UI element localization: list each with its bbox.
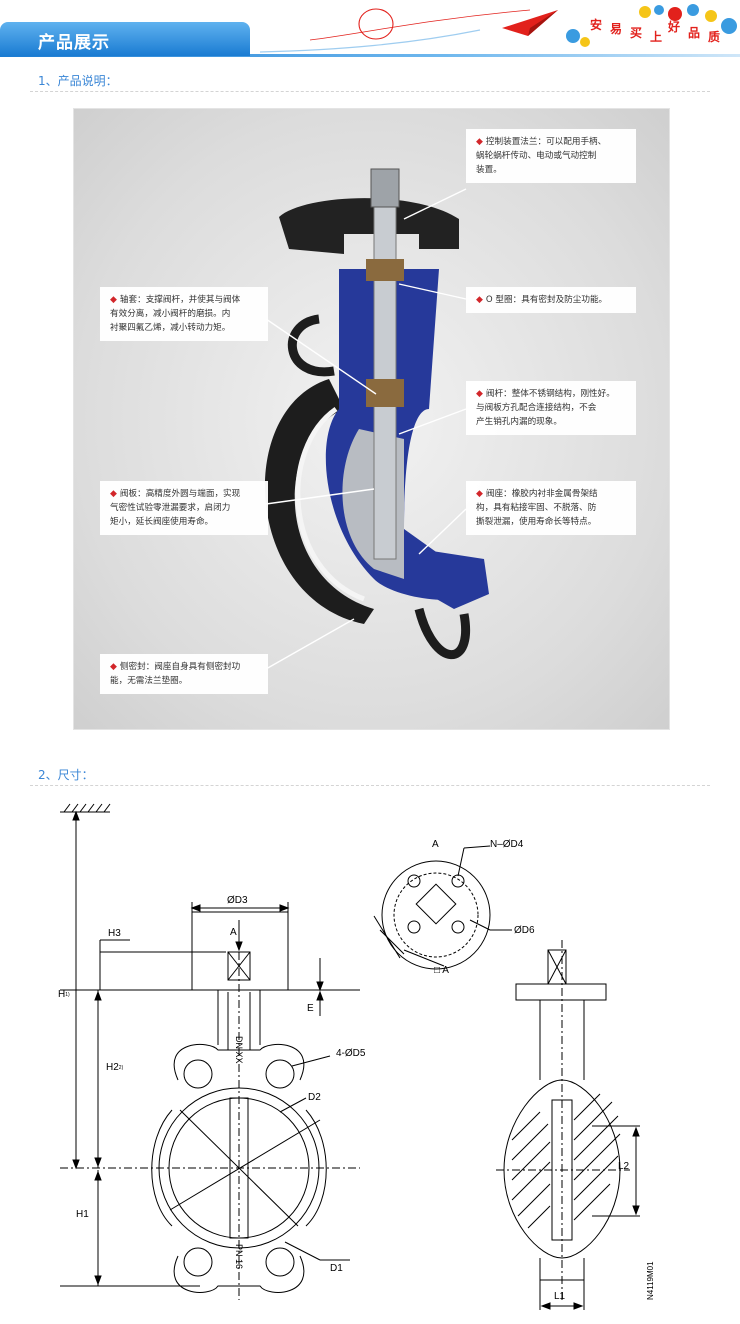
label-a-top: A bbox=[230, 927, 237, 938]
red-diamond-icon: ◆ bbox=[110, 662, 117, 672]
callout-disc: ◆阀板：高精度外圆与端面，实现 气密性试验零泄漏要求，启闭力 矩小，延长阀座使用… bbox=[100, 481, 268, 535]
red-diamond-icon: ◆ bbox=[110, 295, 117, 305]
label-pn: PN 16 bbox=[234, 1244, 244, 1270]
butterfly-valve-cutaway-image bbox=[264, 168, 489, 670]
decorative-swirl-icon bbox=[259, 8, 531, 53]
red-diamond-icon: ◆ bbox=[110, 489, 117, 499]
dimension-drawing bbox=[60, 803, 640, 1310]
product-photo-panel: ◆控制装置法兰：可以配用手柄、 蜗轮蜗杆传动、电动或气动控制 装置。 ◆轴套：支… bbox=[73, 108, 670, 730]
slogan-char: 好 bbox=[668, 20, 681, 34]
header-banner: 产品展示 安 易 买 上 好 品 质 bbox=[0, 0, 740, 62]
label-e: E bbox=[307, 1003, 314, 1014]
section-title-description: 1、产品说明： bbox=[38, 74, 118, 88]
slogan-char: 安 bbox=[590, 18, 603, 32]
label-h2: H22) bbox=[106, 1062, 124, 1073]
slogan-char: 品 bbox=[688, 26, 701, 40]
label-dn: DN XX bbox=[234, 1036, 244, 1064]
red-diamond-icon: ◆ bbox=[476, 389, 483, 399]
section-divider bbox=[30, 785, 710, 786]
banner-tab bbox=[0, 22, 250, 56]
red-diamond-icon: ◆ bbox=[476, 137, 483, 147]
label-n-d4: N–ØD4 bbox=[490, 839, 524, 850]
slogan-char: 易 bbox=[610, 22, 623, 36]
callout-oring: ◆O 型圈：具有密封及防尘功能。 bbox=[466, 287, 636, 313]
red-diamond-icon: ◆ bbox=[476, 295, 483, 305]
slogan-char: 质 bbox=[708, 30, 721, 44]
label-d1: D1 bbox=[330, 1263, 343, 1274]
slogan-char: 上 bbox=[650, 30, 663, 44]
paper-plane-icon bbox=[502, 10, 558, 36]
label-drawing-code: N4119M01 bbox=[646, 1261, 655, 1300]
label-od3: ØD3 bbox=[227, 895, 248, 906]
label-a-flange: A bbox=[432, 839, 439, 850]
red-diamond-icon: ◆ bbox=[476, 489, 483, 499]
callout-flange: ◆控制装置法兰：可以配用手柄、 蜗轮蜗杆传动、电动或气动控制 装置。 bbox=[466, 129, 636, 183]
label-l1: L1 bbox=[554, 1291, 566, 1302]
callout-bushing: ◆轴套：支撑阀杆，并使其与阀体 有效分离，减小阀杆的磨损。内 衬聚四氟乙烯，减小… bbox=[100, 287, 268, 341]
label-h-total: H1) bbox=[58, 989, 70, 1000]
section-title-dimensions: 2、尺寸： bbox=[38, 768, 94, 782]
label-l2: L2 bbox=[618, 1161, 630, 1172]
color-bubbles-icon bbox=[566, 4, 737, 47]
callout-seat: ◆阀座：橡胶内衬非金属骨架结 构，具有粘接牢固、不脱落、防 撕裂泄漏，使用寿命长… bbox=[466, 481, 636, 535]
label-bolt: 4-ØD5 bbox=[336, 1048, 366, 1059]
label-h3: H3 bbox=[108, 928, 121, 939]
label-d2: D2 bbox=[308, 1092, 321, 1103]
callout-side-seal: ◆侧密封：阀座自身具有侧密封功 能，无需法兰垫圈。 bbox=[100, 654, 268, 694]
page-title: 产品展示 bbox=[38, 33, 110, 53]
callout-stem: ◆阀杆：整体不锈钢结构，刚性好。 与阀板方孔配合连接结构，不会 产生销孔内漏的现… bbox=[466, 381, 636, 435]
section-divider bbox=[30, 91, 710, 92]
banner-underline bbox=[0, 54, 740, 57]
label-h1: H1 bbox=[76, 1209, 89, 1220]
label-d6: ØD6 bbox=[514, 925, 535, 936]
slogan-char: 买 bbox=[630, 26, 643, 40]
label-square-a: □ A bbox=[434, 965, 449, 976]
